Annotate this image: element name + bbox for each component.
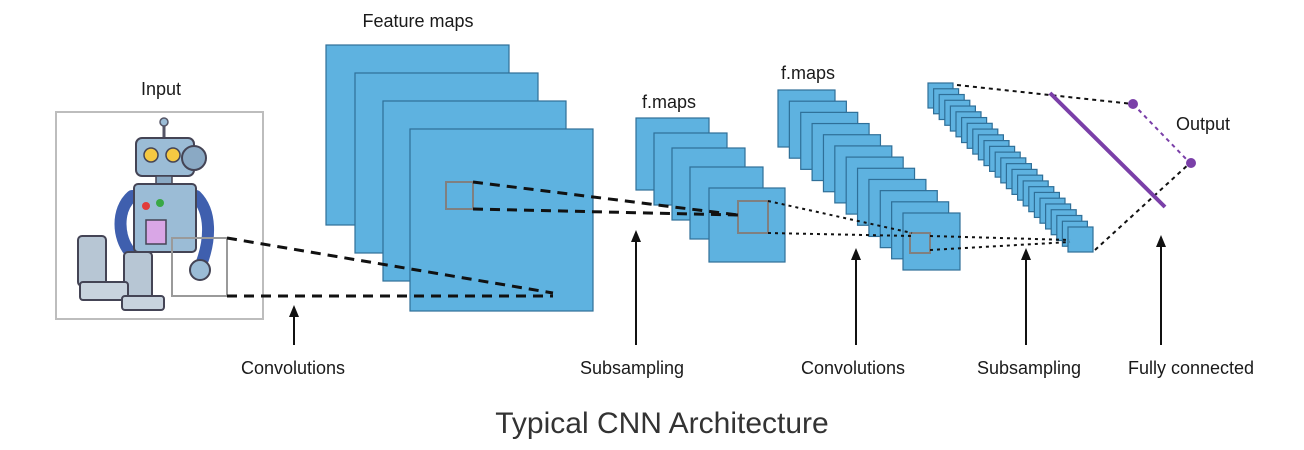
label-fmaps-2: f.maps bbox=[781, 63, 835, 83]
label-input: Input bbox=[141, 79, 181, 99]
receptive-field-box bbox=[909, 232, 931, 254]
receptive-field-box bbox=[445, 181, 474, 210]
arrow-up-icon bbox=[1156, 235, 1166, 345]
feature-map bbox=[708, 187, 786, 263]
label-output: Output bbox=[1176, 114, 1230, 134]
stage-label-fully-connected: Fully connected bbox=[1128, 358, 1254, 378]
diagram-title: Typical CNN Architecture bbox=[495, 407, 828, 440]
arrow-up-icon bbox=[851, 248, 861, 345]
label-feature-maps: Feature maps bbox=[362, 11, 473, 31]
feature-maps-stack bbox=[325, 44, 594, 312]
arrow-up-icon bbox=[631, 230, 641, 345]
receptive-field-box bbox=[171, 237, 228, 297]
stage-label-convolutions-2: Convolutions bbox=[801, 358, 905, 378]
feature-map bbox=[1067, 226, 1094, 253]
feature-map bbox=[409, 128, 594, 312]
connection-lines bbox=[226, 84, 1191, 298]
stage-arrows bbox=[289, 230, 1166, 345]
robot-illustration bbox=[77, 117, 215, 311]
fully-connected-layer bbox=[1048, 91, 1196, 209]
fmaps-stack-convolved bbox=[777, 89, 961, 271]
fmaps-stack-subsampled bbox=[635, 117, 786, 263]
stage-label-convolutions-1: Convolutions bbox=[241, 358, 345, 378]
output-node bbox=[1186, 158, 1196, 168]
arrow-up-icon bbox=[289, 305, 299, 345]
feature-map bbox=[902, 212, 961, 271]
stage-label-subsampling-2: Subsampling bbox=[977, 358, 1081, 378]
arrow-up-icon bbox=[1021, 248, 1031, 345]
output-connection bbox=[1132, 103, 1191, 164]
receptive-field-box bbox=[737, 200, 769, 234]
stage-label-subsampling-1: Subsampling bbox=[580, 358, 684, 378]
fc-layer-line bbox=[1048, 91, 1167, 209]
input-image bbox=[55, 111, 264, 320]
fmaps-stack-subsampled-2 bbox=[927, 82, 1094, 253]
label-fmaps-1: f.maps bbox=[642, 92, 696, 112]
output-node bbox=[1128, 99, 1138, 109]
